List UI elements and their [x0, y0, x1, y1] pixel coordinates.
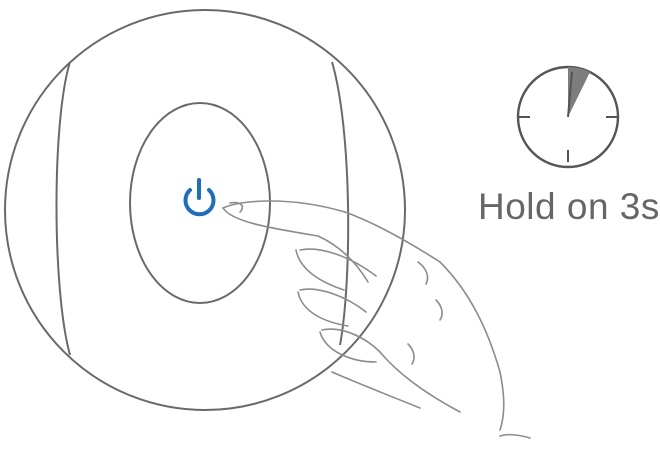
- device-left-seam: [57, 62, 71, 355]
- hold-duration-caption: Hold on 3s: [478, 186, 660, 228]
- device-right-seam: [332, 62, 348, 345]
- device-outer-ring: [5, 10, 405, 410]
- pointing-hand-icon: [223, 201, 530, 438]
- device-button-ring: [130, 103, 270, 303]
- power-icon[interactable]: [186, 180, 214, 214]
- stopwatch-icon: [518, 67, 618, 167]
- stopwatch-ticks: [518, 117, 618, 162]
- device-body: [5, 10, 405, 410]
